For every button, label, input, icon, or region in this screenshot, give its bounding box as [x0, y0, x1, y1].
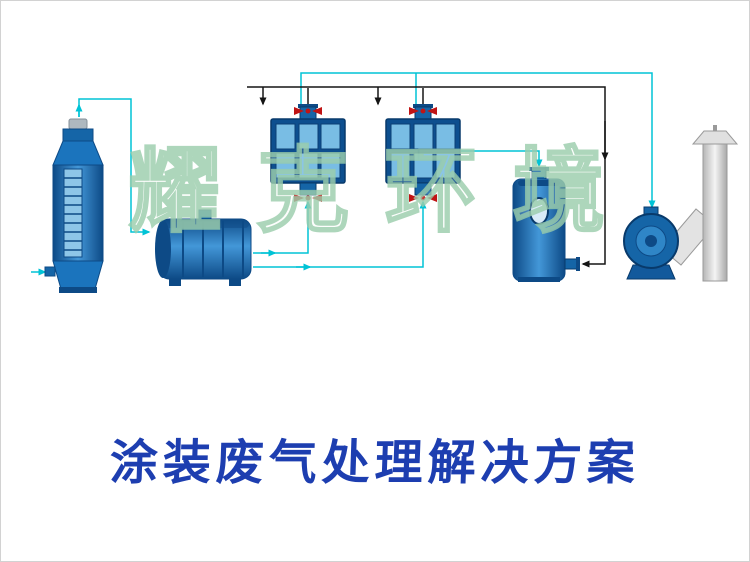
- valve-blade-right-bottom: [312, 194, 322, 202]
- pretreatment-tank: [155, 209, 252, 286]
- valve-blade-left-bottom: [294, 194, 304, 202]
- tank-side-flange: [576, 257, 580, 271]
- chimney-cap: [691, 130, 739, 145]
- tank-top-stub: [531, 168, 547, 180]
- diagram-title: 涂装废气处理解决方案: [108, 435, 641, 491]
- box-filter-panels: [390, 123, 456, 179]
- box-filter-panels: [275, 123, 341, 179]
- tank-bottom-rim: [518, 277, 560, 282]
- flow-pretank-to-box1: [253, 200, 312, 254]
- valve-hub: [420, 108, 426, 114]
- box-bottom-stub: [299, 182, 317, 196]
- flow-lines-black: [247, 86, 609, 268]
- valve-hub-bottom: [420, 195, 426, 201]
- tank-side-stub: [564, 258, 578, 270]
- tower-neck: [62, 128, 94, 142]
- valve-blade-right: [427, 107, 437, 115]
- valve-hub-bottom: [305, 195, 311, 201]
- tower-flare-top: [52, 140, 104, 166]
- box-top-flange: [298, 104, 318, 108]
- tank-sight-window: [529, 197, 549, 225]
- flow-header-to-fan: [300, 72, 656, 209]
- tower-inlet-stub: [44, 266, 56, 277]
- valve-blade-left-bottom: [409, 194, 419, 202]
- box-top-flange: [413, 104, 433, 108]
- pretank-dividers: [182, 221, 244, 277]
- valve-blade-left: [294, 107, 304, 115]
- valve-blade-left: [409, 107, 419, 115]
- spray-tower: [44, 118, 104, 293]
- tower-packing-rungs: [64, 177, 82, 251]
- valve-blade-right: [312, 107, 322, 115]
- flow-box2-to-tank: [461, 150, 543, 168]
- fan-hub: [645, 235, 657, 247]
- tank-body: [512, 178, 566, 282]
- tank-top-rim: [518, 180, 560, 186]
- pretank-end-cap: [155, 220, 171, 278]
- valve-hub: [305, 108, 311, 114]
- recovery-tank: [512, 167, 580, 282]
- chimney-column: [702, 142, 728, 282]
- tower-packing-window: [63, 168, 83, 258]
- centrifugal-fan: [623, 206, 679, 280]
- tower-foot: [59, 287, 97, 293]
- pretank-foot-left: [169, 279, 181, 286]
- flow-lines-cyan: [31, 72, 656, 276]
- activated-carbon-box-2: [385, 104, 461, 202]
- pretank-top-band: [163, 220, 249, 228]
- box-bottom-stub: [414, 182, 432, 196]
- pretank-foot-right: [229, 279, 241, 286]
- valve-blade-right-bottom: [427, 194, 437, 202]
- black-header-to-tank-stub: [247, 86, 606, 268]
- chimney-finial: [713, 125, 717, 131]
- tower-cap: [68, 118, 88, 130]
- tower-flare-bottom: [52, 260, 104, 290]
- flow-pretank-to-box2: [253, 200, 427, 268]
- activated-carbon-box-1: [270, 104, 346, 202]
